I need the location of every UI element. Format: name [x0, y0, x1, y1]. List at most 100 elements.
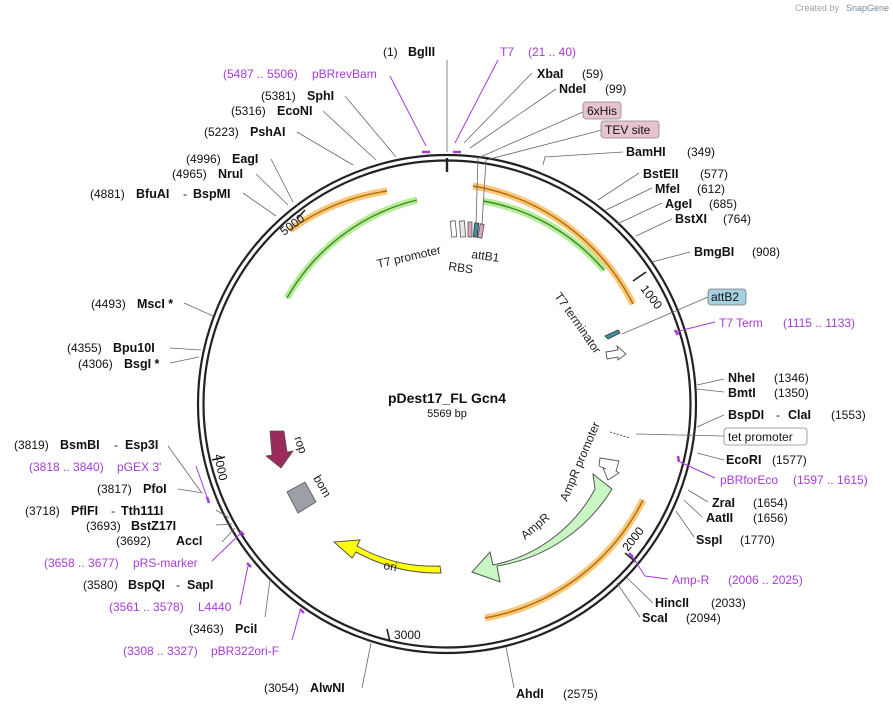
site-pos-sphi: (5381) — [261, 89, 296, 103]
primer-labels: T7 (21 .. 40) (5487 .. 5506) pBRrevBam T… — [29, 45, 868, 658]
ampr-arrow — [471, 472, 613, 583]
site-name-sphi: SphI — [307, 89, 334, 103]
site-name-sspi: SspI — [696, 533, 722, 547]
primer-name-prs-marker: pRS-marker — [133, 556, 198, 570]
his-tag-glyph — [467, 221, 473, 238]
site-name-ecori: EcoRI — [726, 453, 761, 467]
site-name-nhei: NheI — [728, 371, 755, 385]
primer-range-t7: (21 .. 40) — [528, 45, 576, 59]
primer-name-l4440: L4440 — [198, 600, 232, 614]
leader-aatii — [683, 499, 703, 518]
leader-scai — [616, 582, 641, 618]
orf-arc-4 — [286, 199, 418, 299]
site-name-bstxi: BstXI — [675, 212, 707, 226]
site-name-bspdi: BspDI — [728, 408, 764, 422]
site-name-xbai: XbaI — [537, 67, 563, 81]
box-label-6xhis: 6xHis — [587, 104, 617, 118]
leader-pflfi — [215, 509, 230, 519]
site-name-ahdi: AhdI — [516, 687, 544, 701]
site-pos-bstz17i: (3693) — [86, 519, 121, 533]
site-pos-aatii: (1656) — [753, 511, 788, 525]
label-ampr: AmpR — [518, 510, 553, 542]
tick-1000 — [632, 271, 647, 282]
site-pos-hincii: (2033) — [711, 596, 746, 610]
site-name-bspmi: BspMI — [193, 187, 231, 201]
feature-leaders — [195, 59, 725, 641]
site-pos-pcii: (3463) — [189, 622, 224, 636]
site-pos-agei: (685) — [709, 197, 737, 211]
primer-mark-pbrforeco — [676, 455, 681, 463]
tick-label-5000: 5000 — [277, 211, 307, 238]
leader-bmgbi — [651, 251, 691, 263]
box-label-tet-promoter: tet promoter — [728, 430, 793, 444]
leader-bamhi — [542, 151, 624, 166]
leader-acci — [221, 527, 236, 543]
site-pos-ecori: (1577) — [772, 453, 807, 467]
leader-pbrforeco — [679, 461, 716, 479]
site-pos-econi: (5316) — [231, 104, 266, 118]
site-name-bsmbi: BsmBI — [60, 438, 100, 452]
site-name-econi: EcoNI — [277, 104, 312, 118]
orf-arcs — [283, 182, 647, 622]
site-name-scai: ScaI — [642, 611, 668, 625]
orf-arc-1 — [472, 185, 634, 305]
site-name-acci: AccI — [176, 534, 202, 548]
site-name-bamhi: BamHI — [626, 145, 666, 159]
leader-bstz17i — [215, 523, 233, 526]
site-name-tth111i: Tth111I — [121, 504, 163, 518]
site-pos-ndei: (99) — [605, 82, 626, 96]
site-leaders — [167, 60, 725, 689]
site-pos-bspdi: (1553) — [831, 408, 866, 422]
leader-nrui — [255, 173, 289, 206]
primer-name-pbr322ori-f: pBR322ori-F — [211, 644, 279, 658]
plasmid-length: 5569 bp — [427, 408, 467, 420]
site-name-mfei: MfeI — [655, 182, 680, 196]
site-name-esp3i: Esp3I — [125, 438, 158, 452]
leader-pfoi — [177, 488, 204, 494]
site-name-bmgbi: BmgBI — [694, 245, 734, 259]
primer-range-pgex3: (3818 .. 3840) — [29, 460, 104, 474]
site-name-pfoi: PfoI — [143, 482, 167, 496]
site-name-clai: ClaI — [788, 408, 811, 422]
leader-bsmbi — [167, 445, 202, 493]
site-pos-nrui: (4965) — [172, 167, 207, 181]
tick-label-4000: 4000 — [211, 453, 230, 482]
box-tet-promoter — [723, 427, 808, 446]
leader-econi — [322, 110, 377, 161]
site-pos-pshai: (5223) — [204, 125, 239, 139]
site-pos-sspi: (1770) — [740, 533, 775, 547]
primer-name-t7: T7 — [500, 45, 514, 59]
site-name-hincii: HincII — [655, 596, 689, 610]
leader-t7-primer — [454, 59, 499, 144]
leader-ahdi — [505, 646, 515, 689]
tick-label-3000: 3000 — [394, 628, 421, 642]
leader-alwni — [361, 642, 372, 689]
label-rop: rop — [291, 434, 310, 455]
site-name-aatii: AatII — [706, 511, 733, 525]
site-name-zrai: ZraI — [712, 496, 735, 510]
primer-range-t7-term: (1115 .. 1133) — [783, 316, 855, 330]
leader-xbai — [463, 72, 533, 144]
box-6xhis — [582, 101, 622, 120]
primer-mark-pbr322ori — [299, 608, 305, 614]
box-tev-site — [600, 120, 660, 139]
leader-tet-promoter — [635, 433, 725, 437]
label-rbs: RBS — [448, 259, 474, 276]
tick-3000 — [386, 628, 391, 643]
site-pos-bmgbi: (908) — [752, 245, 780, 259]
site-pos-msci: (4493) — [91, 297, 126, 311]
leader-t7-term — [674, 321, 716, 333]
orf-arc-5-glow — [484, 498, 647, 622]
primer-name-pbrrevbam: pBRrevBam — [312, 67, 377, 81]
backbone-outer-ring — [196, 153, 698, 655]
attb1-glyph — [472, 222, 480, 238]
site-pos-zrai: (1654) — [753, 496, 788, 510]
site-pos-mfei: (612) — [697, 182, 725, 196]
leader-pgex3 — [195, 465, 209, 501]
ori-arrow — [332, 539, 442, 574]
plasmid-title-block: pDest17_FL Gcn4 5569 bp — [388, 390, 506, 420]
leader-bsteii — [597, 172, 640, 201]
primer-name-pbrforeco: pBRforEco — [720, 473, 778, 487]
primer-range-pbrrevbam: (5487 .. 5506) — [223, 67, 298, 81]
